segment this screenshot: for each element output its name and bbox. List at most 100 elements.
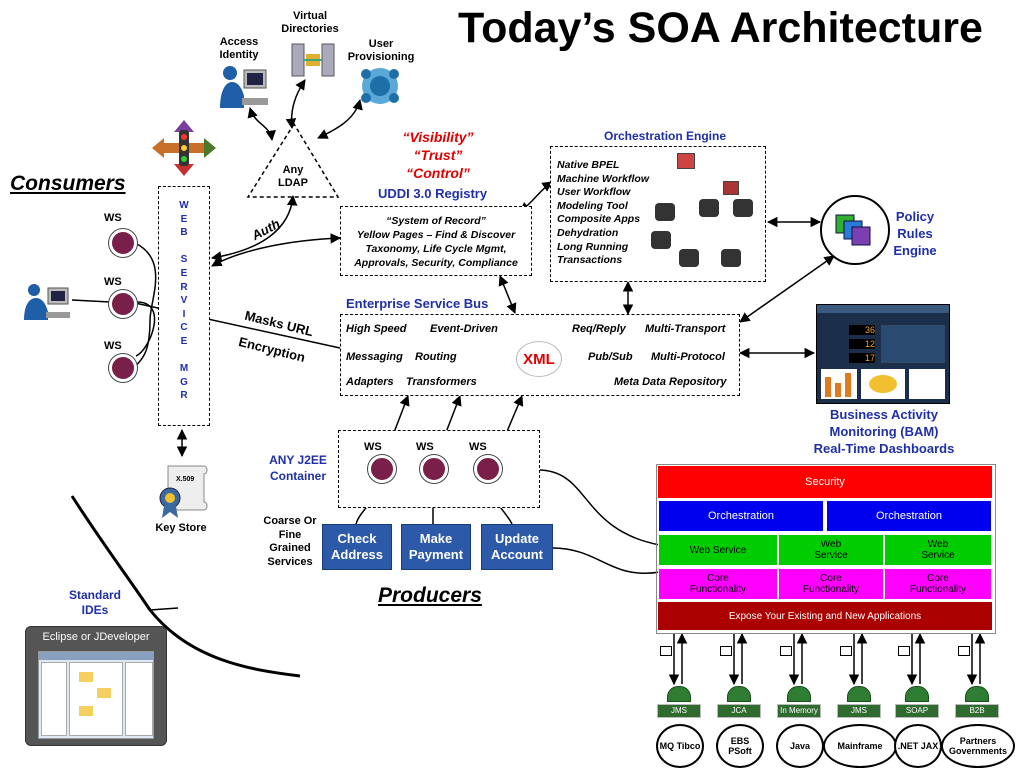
adapter-icon (787, 686, 811, 702)
web-service-mgr-letter: I (182, 308, 186, 320)
ldap-triangle (246, 122, 340, 198)
web-service-cell: Web Service (778, 534, 884, 566)
esb-item: High Speed (346, 323, 407, 335)
j2ee-ws-label: WS (469, 441, 487, 453)
check-address-service[interactable]: Check Address (322, 524, 392, 570)
consumers-heading: Consumers (10, 172, 126, 195)
web-service-mgr-letter: R (180, 281, 188, 293)
orchestration-feature: Machine Workflow (557, 172, 649, 185)
virtual-directories-label: Virtual Directories (281, 10, 339, 35)
esb-item: Adapters (346, 376, 394, 388)
core-cell: Core Functionality (778, 568, 884, 600)
consumer-ws-label-3: WS (104, 340, 122, 352)
orchestration-feature: Transactions (557, 254, 623, 267)
producer-ws-endpoint[interactable] (420, 455, 448, 483)
uddi-registry-box: “System of Record”Yellow Pages – Find & … (340, 206, 532, 276)
adapter-icon (905, 686, 929, 702)
consumer-ws-endpoint[interactable] (109, 290, 137, 318)
backend-system: Partners Governments (941, 724, 1015, 768)
orchestration-layer: Orchestration Orchestration (658, 500, 992, 532)
web-service-mgr-letter (159, 349, 209, 363)
j2ee-ws-label: WS (416, 441, 434, 453)
web-service-mgr-letter (159, 240, 209, 254)
access-identity-label: Access Identity (219, 36, 259, 61)
j2ee-ws-label: WS (364, 441, 382, 453)
update-account-service[interactable]: Update Account (481, 524, 553, 570)
adapter-icon (667, 686, 691, 702)
user-computer-icon (22, 282, 72, 322)
esb-heading: Enterprise Service Bus (346, 296, 489, 311)
transport-tag: SOAP (895, 704, 939, 718)
user-provisioning-label: User Provisioning (347, 38, 415, 63)
web-service-mgr-letter: W (179, 200, 189, 211)
web-service-mgr-letter: E (180, 213, 188, 225)
producer-ws-endpoint[interactable] (474, 455, 502, 483)
ide-window: Eclipse or JDeveloper (25, 626, 167, 746)
backend-system: EBS PSoft (716, 724, 764, 768)
consumer-ws-label-2: WS (104, 276, 122, 288)
security-layer: Security (658, 466, 992, 498)
esb-item: Transformers (406, 376, 477, 388)
esb-item: Multi-Transport (645, 323, 726, 335)
web-service-mgr-letter: R (180, 390, 188, 402)
expose-layer: Expose Your Existing and New Application… (658, 602, 992, 630)
ide-title: Eclipse or JDeveloper (42, 631, 150, 643)
orchestration-feature: Long Running (557, 240, 629, 253)
transport-tag: JMS (837, 704, 881, 718)
backend-system: MQ Tibco (656, 724, 704, 768)
bam-readout: 12 (849, 339, 875, 349)
policy-engine-icon (820, 195, 890, 265)
web-service-mgr-letter: B (180, 227, 188, 239)
policy-rules-engine-label: Policy Rules Engine (893, 209, 937, 258)
visibility-trust-control: “Visibility”“Trust”“Control” (402, 129, 474, 181)
adapter-icon (847, 686, 871, 702)
virtual-directories-icon (288, 40, 338, 80)
web-service-mgr-letter: E (180, 267, 188, 279)
core-cell: Core Functionality (884, 568, 992, 600)
uddi-heading: UDDI 3.0 Registry (378, 186, 488, 201)
web-service-mgr-letter: M (179, 363, 189, 375)
esb-item: Pub/Sub (588, 351, 633, 363)
make-payment-service[interactable]: Make Payment (401, 524, 471, 570)
consumer-ws-label-1: WS (104, 212, 122, 224)
bam-dashboard-screenshot: 36 12 17 (816, 304, 950, 404)
workflow-task-icon (723, 181, 739, 195)
transport-tag: JCA (717, 704, 761, 718)
adapter-icon (727, 686, 751, 702)
web-service-mgr-letter: G (180, 376, 188, 388)
key-store-label: Key Store (155, 522, 207, 534)
transport-tag: B2B (955, 704, 999, 718)
orchestration-feature: User Workflow (557, 186, 631, 199)
web-service-mgr-letter: E (180, 335, 188, 347)
key-store-certificate-icon: X.509 (150, 462, 210, 518)
web-service-layer: Web Service Web Service Web Service (658, 534, 992, 566)
workflow-start-icon (677, 153, 695, 169)
orchestration-feature: Composite Apps (557, 213, 641, 226)
esb-item: Meta Data Repository (614, 376, 727, 388)
core-functionality-layer: Core Functionality Core Functionality Co… (658, 568, 992, 600)
orchestration-cell: Orchestration (826, 500, 992, 532)
message-envelope-icon (840, 646, 852, 656)
cert-label: X.509 (176, 476, 195, 483)
message-envelope-icon (660, 646, 672, 656)
consumer-ws-endpoint[interactable] (109, 354, 137, 382)
message-envelope-icon (720, 646, 732, 656)
esb-item: Messaging (346, 351, 403, 363)
esb-item: Event-Driven (430, 323, 498, 335)
orchestration-feature: Dehydration (557, 226, 619, 239)
orchestration-engine-heading: Orchestration Engine (604, 129, 727, 143)
backend-system: Mainframe (823, 724, 897, 768)
producer-ws-endpoint[interactable] (368, 455, 396, 483)
web-service-mgr-letter: C (180, 322, 188, 334)
workflow-task-icon (679, 249, 699, 267)
producers-heading: Producers (378, 584, 482, 607)
orchestration-feature: Modeling Tool (557, 199, 628, 212)
esb-item: Multi-Protocol (651, 351, 725, 363)
backend-system: Java (776, 724, 824, 768)
xml-badge: XML (516, 341, 562, 377)
consumer-ws-endpoint[interactable] (109, 229, 137, 257)
ldap-label: Any LDAP (278, 164, 308, 189)
